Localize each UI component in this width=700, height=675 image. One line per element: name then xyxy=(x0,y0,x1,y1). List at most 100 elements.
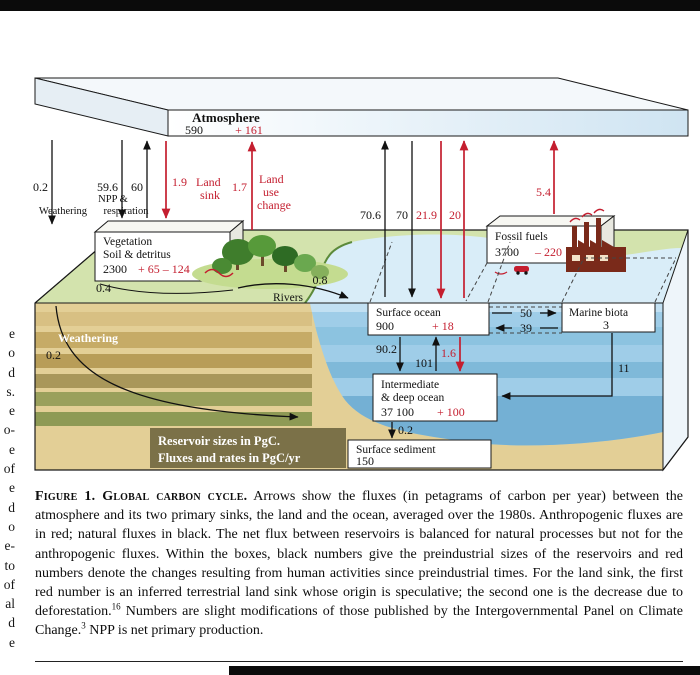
land-use-word2: use xyxy=(263,185,279,199)
column-fragment: e xyxy=(9,480,15,496)
fossil-label: Fossil fuels xyxy=(495,231,548,243)
vegetation-delta: + 65 – 124 xyxy=(138,262,190,276)
flux-soil-to-rivers: 0.4 xyxy=(96,281,111,295)
deep-ocean-stock: 37 100 xyxy=(381,405,414,419)
flux-anthro-ocean-up: 20 xyxy=(449,208,461,222)
land-use-word1: Land xyxy=(259,172,284,186)
flux-weathering-air: 0.2 xyxy=(33,180,48,194)
caption-body2: Numbers are slight modifications of thos… xyxy=(35,604,683,639)
flux-biota-to-ocean: 39 xyxy=(520,321,532,335)
vegetation-stock: 2300 xyxy=(103,262,127,276)
column-fragment: d xyxy=(8,615,15,631)
column-fragment: al xyxy=(5,596,15,612)
flux-ocean-up: 70.6 xyxy=(360,208,381,222)
flux-labels: 0.2 59.6 60 NPP & respiration Weathering… xyxy=(33,172,630,437)
surface-ocean-stock: 900 xyxy=(376,319,394,333)
surface-ocean-label: Surface ocean xyxy=(376,307,441,319)
natural-flux-arrows xyxy=(48,140,613,439)
column-fragment: o xyxy=(8,518,15,534)
atmosphere-delta: + 161 xyxy=(235,123,263,137)
column-fragment: e xyxy=(9,634,15,650)
figure-caption: Figure 1. Global carbon cycle. Arrows sh… xyxy=(35,487,683,641)
adjacent-column-fragments: e o d s. e o- e of e d o e- to of al d e xyxy=(0,324,15,652)
column-fragment: e xyxy=(9,403,15,419)
sediment-label: Surface sediment xyxy=(356,444,436,456)
ocean-surface xyxy=(305,234,681,303)
caption-body3: NPP is net primary production. xyxy=(85,623,264,639)
marine-biota-stock: 3 xyxy=(603,318,609,332)
flux-deep-to-surface: 101 xyxy=(415,356,433,370)
column-fragment: of xyxy=(3,576,15,592)
atmosphere-slab: Atmosphere 590 + 161 xyxy=(34,77,689,137)
flux-anthro-to-deep: 1.6 xyxy=(441,346,456,360)
fossil-delta: – 220 xyxy=(534,245,562,259)
weathering-flow: Weathering 0.2 xyxy=(46,305,299,421)
column-fragment: to xyxy=(4,557,15,573)
caption-bottom-rule xyxy=(35,661,683,662)
weathering-soil-label: Weathering xyxy=(58,331,118,345)
column-fragment: d xyxy=(8,364,15,380)
caption-ref-3: 3 xyxy=(81,620,86,631)
flux-land-sink: 1.9 xyxy=(172,175,187,189)
caption-lead: Figure 1. Global carbon cycle. xyxy=(35,489,248,504)
marine-biota-box: Marine biota 3 xyxy=(561,302,656,333)
red-scribble-icon xyxy=(204,268,234,278)
flux-anthro-ocean-down: 21.9 xyxy=(416,208,437,222)
legend: Reservoir sizes in PgC. Fluxes and rates… xyxy=(150,428,346,468)
land-sink-word1: Land xyxy=(196,175,221,189)
anthropogenic-flux-arrows xyxy=(161,140,559,372)
sediment-stock: 150 xyxy=(356,454,374,468)
deep-ocean-box: Intermediate & deep ocean 37 100 + 100 xyxy=(372,373,498,422)
dashed-guides xyxy=(369,241,677,334)
land-sink-word2: sink xyxy=(200,188,220,202)
npp-label: NPP & xyxy=(98,194,128,205)
weathering-soil-flux: 0.2 xyxy=(46,348,61,362)
caption-body1: Arrows show the fluxes (in petagrams of … xyxy=(35,489,683,620)
figure-1-carbon-cycle: Atmosphere 590 + 161 xyxy=(0,65,700,485)
atmosphere-stock: 590 xyxy=(185,123,203,137)
atmosphere-label: Atmosphere xyxy=(192,110,260,125)
car-icon xyxy=(494,266,529,275)
column-fragment: e- xyxy=(4,538,16,554)
column-fragment: o- xyxy=(3,422,15,438)
caption-ref-16: 16 xyxy=(111,601,121,612)
column-fragment: of xyxy=(3,461,15,477)
sediment-box: Surface sediment 150 xyxy=(347,439,492,469)
flux-ocean-to-biota: 50 xyxy=(520,306,532,320)
legend-line1: Reservoir sizes in PgC. xyxy=(158,434,280,448)
page-top-black-bar xyxy=(0,0,700,11)
rivers-label: Rivers xyxy=(273,292,304,304)
deep-ocean-delta: + 100 xyxy=(437,405,465,419)
flux-npp: 59.6 xyxy=(97,180,118,194)
marine-biota-label: Marine biota xyxy=(569,307,628,319)
column-fragment: e xyxy=(9,441,15,457)
surface-ocean-delta: + 18 xyxy=(432,319,454,333)
deep-ocean-line1: Intermediate xyxy=(381,379,439,391)
respiration-label: respiration xyxy=(104,206,150,217)
trees-icon xyxy=(192,235,348,289)
fossil-stock: 3700 xyxy=(495,245,519,259)
weathering-top-label: Weathering xyxy=(39,206,88,217)
flux-surface-to-deep: 90.2 xyxy=(376,342,397,356)
legend-line2: Fluxes and rates in PgC/yr xyxy=(158,451,301,465)
land-use-word3: change xyxy=(257,198,291,212)
page-bottom-black-bar xyxy=(229,666,700,675)
deep-ocean-line2: & deep ocean xyxy=(381,392,444,404)
flux-fossil-emission: 5.4 xyxy=(536,185,551,199)
legend-box xyxy=(150,428,346,468)
flux-respiration: 60 xyxy=(131,180,143,194)
vegetation-line2: Soil & detritus xyxy=(103,249,171,261)
column-fragment: d xyxy=(8,499,15,515)
column-fragment: e xyxy=(9,326,15,341)
flux-biota-to-deep: 11 xyxy=(618,361,630,375)
flux-ocean-down: 70 xyxy=(396,208,408,222)
flux-land-use: 1.7 xyxy=(232,180,247,194)
surface-ocean-box: Surface ocean 900 + 18 xyxy=(367,302,490,336)
flux-rivers: 0.8 xyxy=(313,273,328,287)
vegetation-line1: Vegetation xyxy=(103,236,152,248)
column-fragment: o xyxy=(8,345,15,361)
flux-deep-to-sediment: 0.2 xyxy=(398,423,413,437)
smoke-icon xyxy=(569,208,605,223)
column-fragment: s. xyxy=(6,383,15,399)
carbon-cycle-diagram: Atmosphere 590 + 161 xyxy=(33,77,689,472)
